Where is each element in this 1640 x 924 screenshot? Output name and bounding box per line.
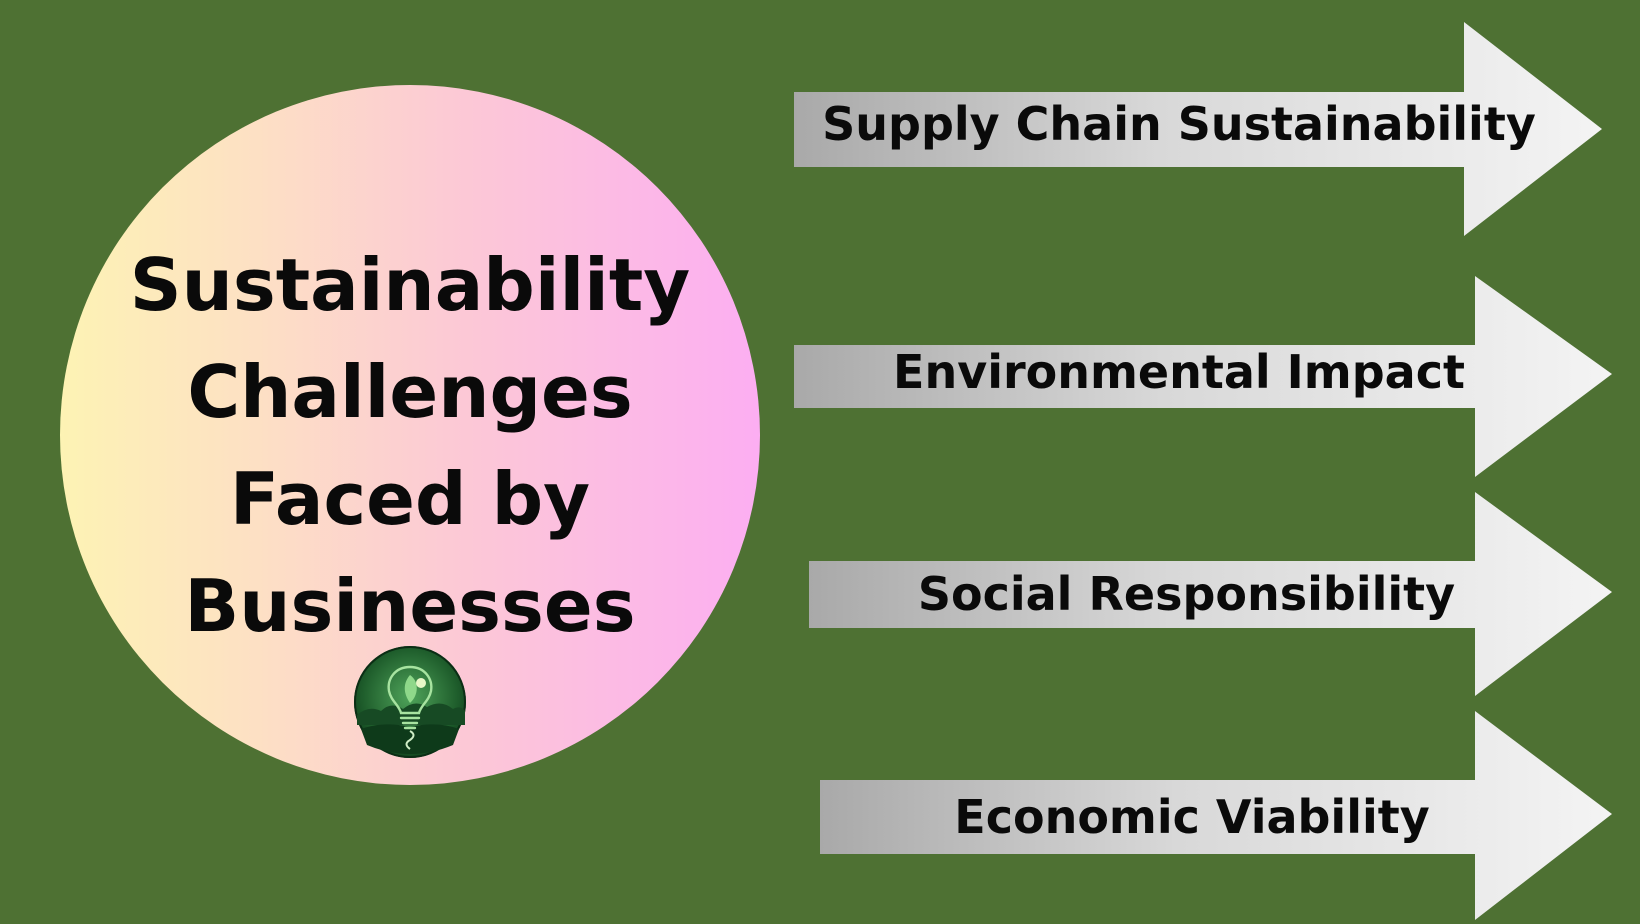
center-title-line: Challenges [187,350,633,434]
arrow-economic-viability [820,711,1612,920]
arrow-supply-chain [794,22,1602,236]
center-title: Sustainability Challenges Faced by Busin… [90,232,730,660]
arrow-social-responsibility [809,492,1612,696]
arrow-label-economic-viability: Economic Viability [954,790,1430,844]
center-title-line: Sustainability [129,243,691,327]
center-title-line: Faced by [229,457,591,541]
arrow-environmental-impact [794,276,1612,477]
arrow-label-environmental-impact: Environmental Impact [893,345,1465,399]
arrow-label-supply-chain: Supply Chain Sustainability [822,97,1536,151]
arrow-label-social-responsibility: Social Responsibility [917,567,1456,621]
center-title-line: Businesses [184,564,636,648]
lightbulb-forest-logo-icon [354,646,466,758]
